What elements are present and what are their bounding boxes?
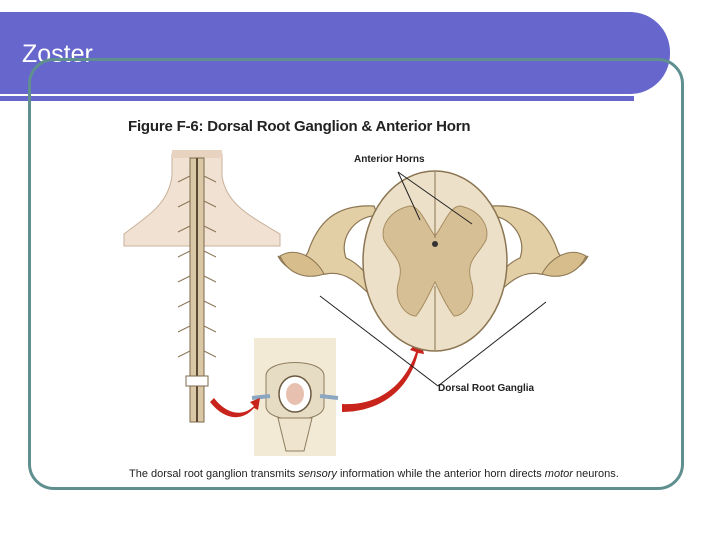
arrow-right: [342, 338, 424, 412]
vertebra-inset: [251, 338, 339, 456]
title-underline: [0, 96, 634, 101]
caption-part2: information while the anterior horn dire…: [336, 468, 545, 480]
slide-title: Zoster: [22, 40, 93, 68]
title-bar: [0, 12, 670, 94]
spinal-nerves: [177, 175, 217, 358]
label-anterior-horns: Anterior Horns: [354, 154, 425, 165]
arrow-left: [210, 398, 260, 418]
content-frame: [28, 58, 684, 490]
anatomy-illustration: [123, 150, 589, 456]
caption-part3: neurons.: [572, 468, 619, 480]
caption-part1: The dorsal root ganglion transmits: [129, 468, 299, 480]
figure: Figure F-6: Dorsal Root Ganglion & Anter…: [120, 106, 619, 486]
figure-caption: The dorsal root ganglion transmits senso…: [129, 468, 619, 480]
highlight-segment: [185, 375, 209, 387]
leader-lines: [319, 171, 547, 387]
caption-sensory: sensory: [298, 468, 337, 480]
label-dorsal-root-ganglia: Dorsal Root Ganglia: [438, 383, 535, 394]
spinal-cord-cross-section: [277, 170, 589, 352]
figure-title: Figure F-6: Dorsal Root Ganglion & Anter…: [128, 118, 471, 135]
caption-motor: motor: [544, 468, 573, 480]
